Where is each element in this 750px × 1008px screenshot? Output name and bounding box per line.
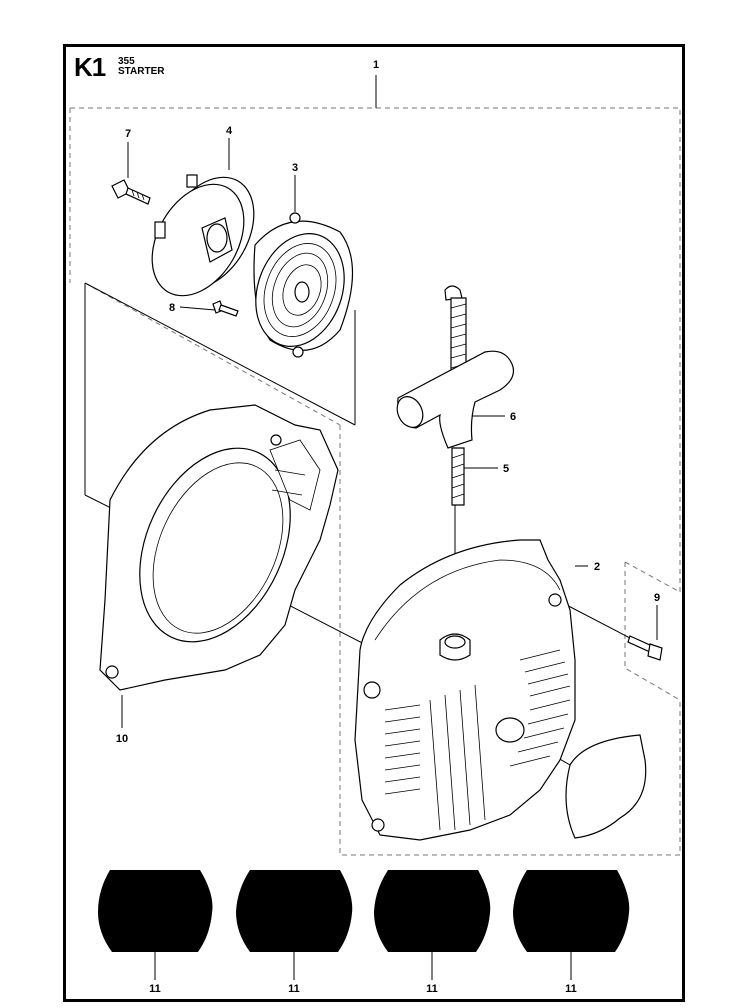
assembly-top-line [84, 282, 356, 426]
callout-11-a: 11 [149, 983, 161, 995]
model-number: 355 [118, 56, 135, 67]
decal-11-row [98, 870, 630, 980]
assembly-2-outline [339, 425, 681, 856]
callout-11-b: 11 [288, 983, 300, 995]
decal-11-c-icon [374, 870, 491, 952]
spring-cassette-3-icon [253, 212, 353, 358]
screw-9-icon [627, 635, 663, 661]
starter-handle-6-icon [396, 285, 515, 449]
assembly-2-diagonal [84, 282, 341, 426]
callout-3: 3 [292, 162, 298, 174]
callout-8: 8 [169, 302, 175, 314]
section-title: STARTER [118, 66, 165, 77]
decal-icon [565, 734, 647, 839]
callout-11-d: 11 [565, 983, 577, 995]
screw-8-icon [212, 300, 239, 317]
leader-8 [179, 306, 216, 311]
callout-4: 4 [226, 125, 233, 137]
callout-5: 5 [503, 463, 509, 475]
decal-11-d-icon [513, 870, 630, 952]
callout-11-c: 11 [426, 983, 438, 995]
callout-7: 7 [125, 128, 131, 140]
callout-6: 6 [510, 411, 516, 423]
starter-rope-5-icon [451, 447, 465, 506]
callout-10: 10 [116, 733, 128, 745]
callout-1: 1 [373, 59, 379, 71]
screw-7-icon [111, 179, 151, 205]
assembly-outlines [69, 107, 681, 856]
fan-cover-10-icon [99, 404, 339, 691]
callout-9: 9 [654, 592, 660, 604]
decal-11-b-icon [236, 870, 353, 952]
callout-2: 2 [594, 561, 600, 573]
part-9-outline [624, 561, 681, 701]
starter-pulley-4-icon [151, 174, 255, 297]
decal-11-a-icon [98, 870, 213, 952]
callouts: 1 2 3 4 5 6 7 8 9 10 11 11 11 11 [116, 59, 660, 995]
section-code: K1 [74, 52, 106, 82]
starter-housing-2-icon [354, 539, 576, 841]
drawing-frame [63, 44, 685, 1002]
housing-grille [384, 649, 571, 831]
